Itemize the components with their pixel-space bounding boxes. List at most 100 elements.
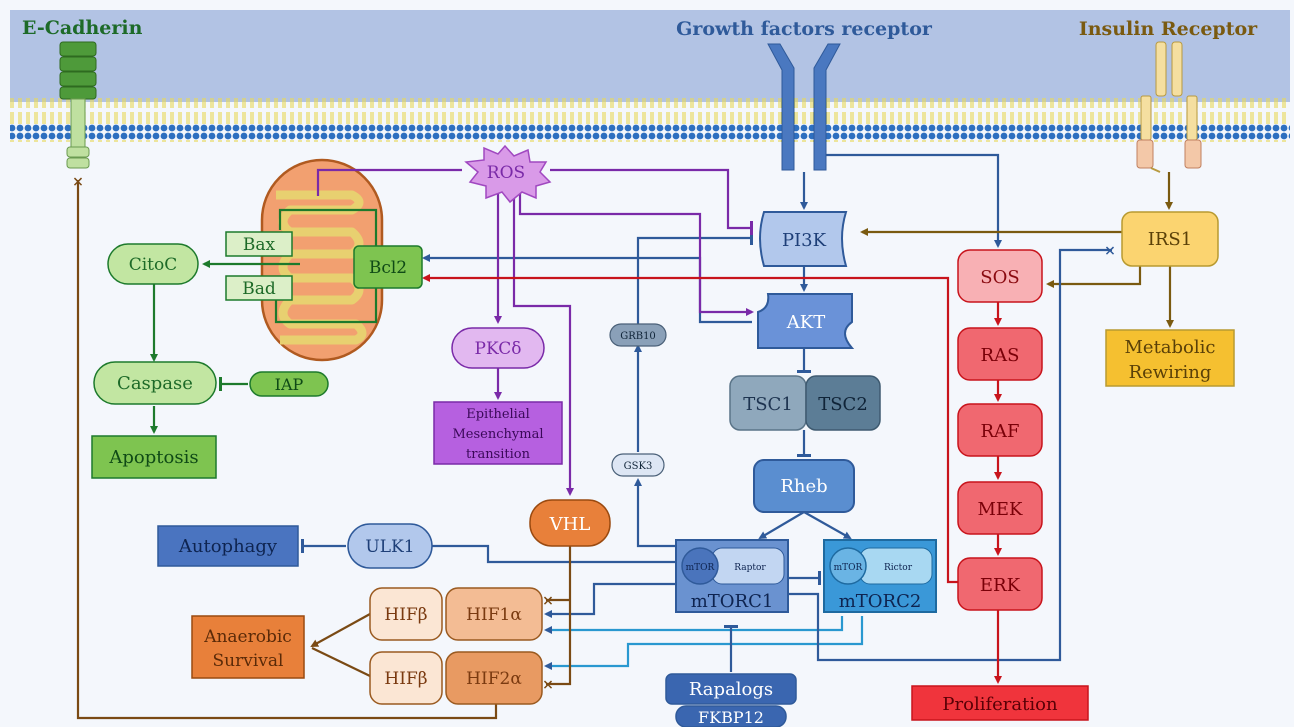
anaerobic-survival-node[interactable]: Anaerobic Survival (191, 615, 305, 679)
pi3k-label: PI3K (782, 230, 827, 251)
iap-node[interactable]: IAP (249, 371, 329, 397)
erk-node[interactable]: ERK (957, 557, 1043, 611)
citoc-node[interactable]: CitoC (107, 243, 199, 285)
mtorc2-label: mTORC2 (839, 591, 922, 612)
gf-receptor (767, 43, 841, 171)
rheb-label: Rheb (780, 476, 827, 497)
mek-label: MEK (977, 499, 1023, 520)
rheb-node[interactable]: Rheb (753, 459, 855, 513)
tsc2-label: TSC2 (818, 394, 868, 415)
bad-label: Bad (242, 279, 276, 299)
caspase-label: Caspase (117, 373, 193, 394)
erk-label: ERK (980, 575, 1021, 596)
mtorc2-mtor-label: mTOR (834, 563, 863, 573)
apoptosis-label: Apoptosis (108, 447, 198, 468)
cell-membrane (10, 98, 1290, 142)
akt-node[interactable]: AKT (757, 293, 855, 349)
metabolic-label-line1: Metabolic (1124, 337, 1215, 358)
anaerobic-label-line1: Anaerobic (203, 627, 292, 647)
arrow-mtorc1-gsk3 (634, 478, 676, 548)
autophagy-node[interactable]: Autophagy (157, 525, 299, 567)
citoc-label: CitoC (129, 255, 178, 275)
gsk3-label: GSK3 (624, 461, 653, 472)
pkcd-label: PKCδ (475, 339, 522, 359)
anaerobic-label-line2: Survival (213, 651, 284, 671)
inhibit-vhl-hifs: × × (542, 546, 572, 693)
metabolic-rewiring-node[interactable]: Metabolic Rewiring (1105, 329, 1235, 387)
hifb2-node[interactable]: HIFβ (369, 651, 443, 705)
hifb1-node[interactable]: HIFβ (369, 587, 443, 641)
arrow-ros-pi3k (550, 168, 753, 235)
ulk1-node[interactable]: ULK1 (347, 523, 433, 569)
arrow-ros-vhl (512, 192, 574, 496)
arrow-irs1-sos (1046, 266, 1142, 288)
pi3k-node[interactable]: PI3K (759, 211, 848, 267)
bcl2-inhibit-bad (274, 288, 378, 324)
arrow-ros-bax (316, 168, 462, 196)
caspase-node[interactable]: Caspase (93, 361, 217, 405)
inhibit-mtorc1-irs1: × (788, 243, 1116, 662)
rapalogs-label: Rapalogs (689, 679, 773, 700)
bax-node[interactable]: Bax (225, 231, 293, 257)
bcl2-inhibit-bax (278, 208, 378, 246)
emt-label-line1: Epithelial (466, 407, 529, 422)
ulk1-label: ULK1 (365, 537, 414, 557)
mtorc2-node[interactable]: mTOR Rictor mTORC2 (823, 539, 937, 613)
mek-node[interactable]: MEK (957, 481, 1043, 535)
bax-label: Bax (243, 235, 276, 255)
emt-label-line3: transition (466, 447, 531, 462)
mtorc1-node[interactable]: mTOR Raptor mTORC1 (675, 539, 789, 613)
gsk3-node[interactable]: GSK3 (611, 453, 665, 477)
arrow-ros-akt (518, 190, 754, 316)
raptor-label: Raptor (734, 563, 766, 573)
inhibit-grb10-pi3k (636, 231, 753, 324)
rictor-label: Rictor (884, 563, 913, 573)
sos-label: SOS (980, 267, 1019, 288)
tsc2-node[interactable]: TSC2 (805, 375, 881, 431)
irs1-label: IRS1 (1148, 229, 1192, 250)
akt-label: AKT (786, 312, 825, 333)
ros-label: ROS (487, 163, 525, 183)
grb10-label: GRB10 (620, 331, 656, 342)
arrow-rheb-mtorc1 (758, 511, 805, 540)
arrow-mtorc2-hif1a (544, 616, 844, 634)
block-x-hif1a: × (542, 593, 554, 609)
hif1a-node[interactable]: HIF1α (445, 587, 543, 641)
vhl-label: VHL (549, 514, 591, 535)
proliferation-node[interactable]: Proliferation (911, 685, 1089, 721)
insulin-receptor (1136, 41, 1202, 173)
irs1-node[interactable]: IRS1 (1121, 211, 1219, 267)
ros-node[interactable]: ROS (464, 144, 552, 204)
sos-node[interactable]: SOS (957, 249, 1043, 303)
block-x-irs1: × (1104, 243, 1116, 259)
hifb2-label: HIFβ (384, 669, 427, 689)
vhl-node[interactable]: VHL (529, 499, 611, 547)
bad-node[interactable]: Bad (225, 275, 293, 301)
raf-label: RAF (980, 421, 1019, 442)
arrow-erk-bcl2 (422, 274, 958, 584)
raf-node[interactable]: RAF (957, 403, 1043, 457)
bcl2-label: Bcl2 (369, 258, 407, 278)
hifb1-label: HIFβ (384, 605, 427, 625)
tsc1-label: TSC1 (743, 394, 793, 415)
grb10-node[interactable]: GRB10 (609, 323, 667, 347)
mtorc1-mtor-label: mTOR (686, 563, 715, 573)
inhibit-hif2a-ecadherin: × (72, 174, 498, 720)
pkcd-node[interactable]: PKCδ (451, 327, 545, 369)
apoptosis-node[interactable]: Apoptosis (91, 435, 217, 479)
ecadherin-receptor (59, 41, 97, 169)
gf-receptor-label: Growth factors receptor (676, 18, 933, 40)
bcl2-node[interactable]: Bcl2 (353, 245, 423, 289)
arrow-hifs-anaerobic (310, 613, 371, 677)
hif2a-node[interactable]: HIF2α (445, 651, 543, 705)
hif1a-label: HIF1α (466, 605, 522, 625)
ras-node[interactable]: RAS (957, 327, 1043, 381)
inhibit-mtorc1-ulk1 (432, 544, 676, 564)
hif2a-label: HIF2α (466, 669, 522, 689)
rapalogs-node[interactable]: Rapalogs (665, 673, 797, 705)
emt-node[interactable]: Epithelial Mesenchymal transition (433, 401, 563, 465)
proliferation-label: Proliferation (942, 694, 1058, 715)
fkbp12-node[interactable]: FKBP12 (675, 705, 787, 727)
tsc1-node[interactable]: TSC1 (729, 375, 807, 431)
